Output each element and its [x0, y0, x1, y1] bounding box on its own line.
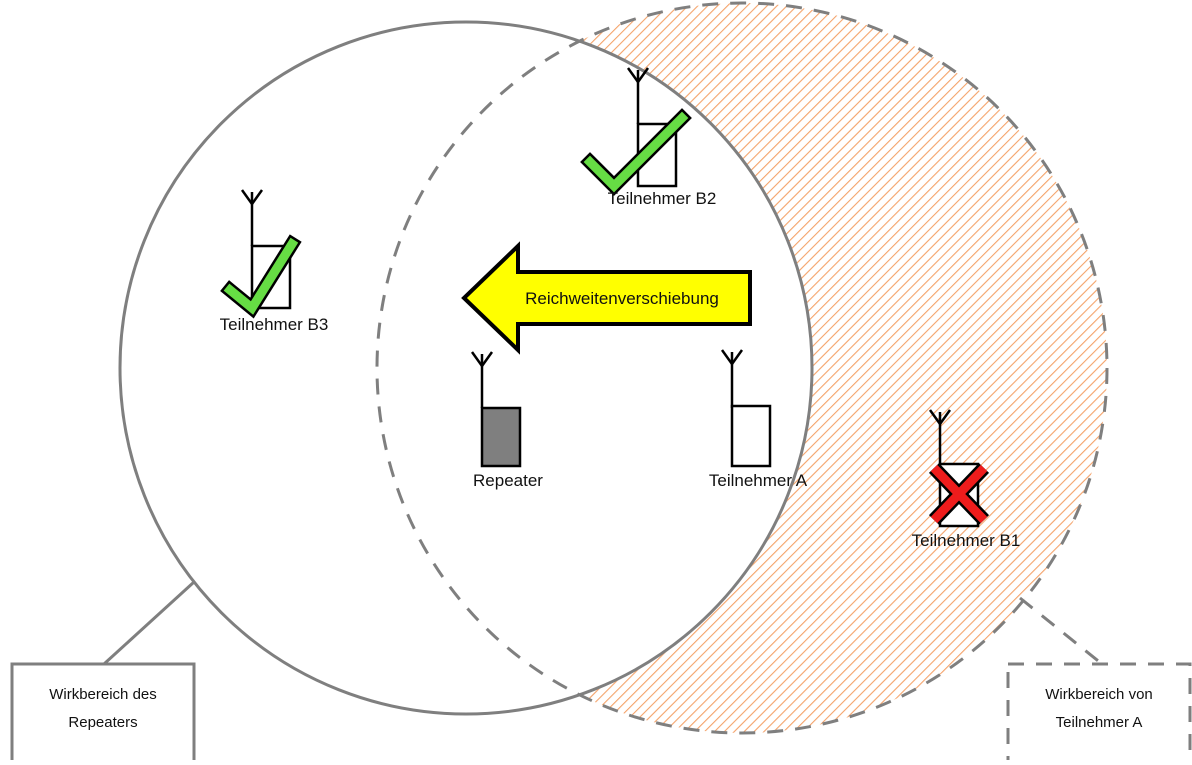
repeater-label: Repeater — [473, 471, 543, 490]
participant-a-label: Teilnehmer A — [709, 471, 808, 490]
radio-device-icon — [720, 349, 772, 468]
participant-callout-line2: Teilnehmer A — [1056, 714, 1143, 731]
participant-b3-device: Teilnehmer B3 — [220, 189, 329, 334]
check-icon — [580, 108, 692, 196]
repeater-callout-line1: Wirkbereich des — [49, 686, 157, 703]
repeater-callout-line — [102, 580, 196, 666]
range-shift-arrow: Reichweitenverschiebung — [461, 241, 752, 355]
participant-b3-label: Teilnehmer B3 — [220, 315, 329, 334]
participant-b2-label: Teilnehmer B2 — [608, 189, 717, 208]
radio-device-icon — [470, 351, 522, 468]
participant-b2-device: Teilnehmer B2 — [580, 67, 717, 208]
participant-callout-line — [1019, 596, 1103, 666]
participant-b1-device: Teilnehmer B1 — [912, 409, 1021, 550]
participant-a-range-circle — [375, 1, 1109, 735]
range-shift-label: Reichweitenverschiebung — [525, 289, 719, 308]
participant-callout-line1: Wirkbereich von — [1045, 686, 1153, 703]
cross-icon — [928, 463, 990, 525]
participant-b1-label: Teilnehmer B1 — [912, 531, 1021, 550]
participant-a-device: Teilnehmer A — [709, 349, 808, 490]
participant-callout-box — [1006, 662, 1192, 765]
repeater-callout-line2: Repeaters — [68, 714, 137, 731]
repeater-callout-box — [10, 662, 196, 765]
check-icon — [220, 234, 302, 319]
repeater-device: Repeater — [470, 351, 543, 490]
repeater-range-circle — [118, 20, 814, 716]
